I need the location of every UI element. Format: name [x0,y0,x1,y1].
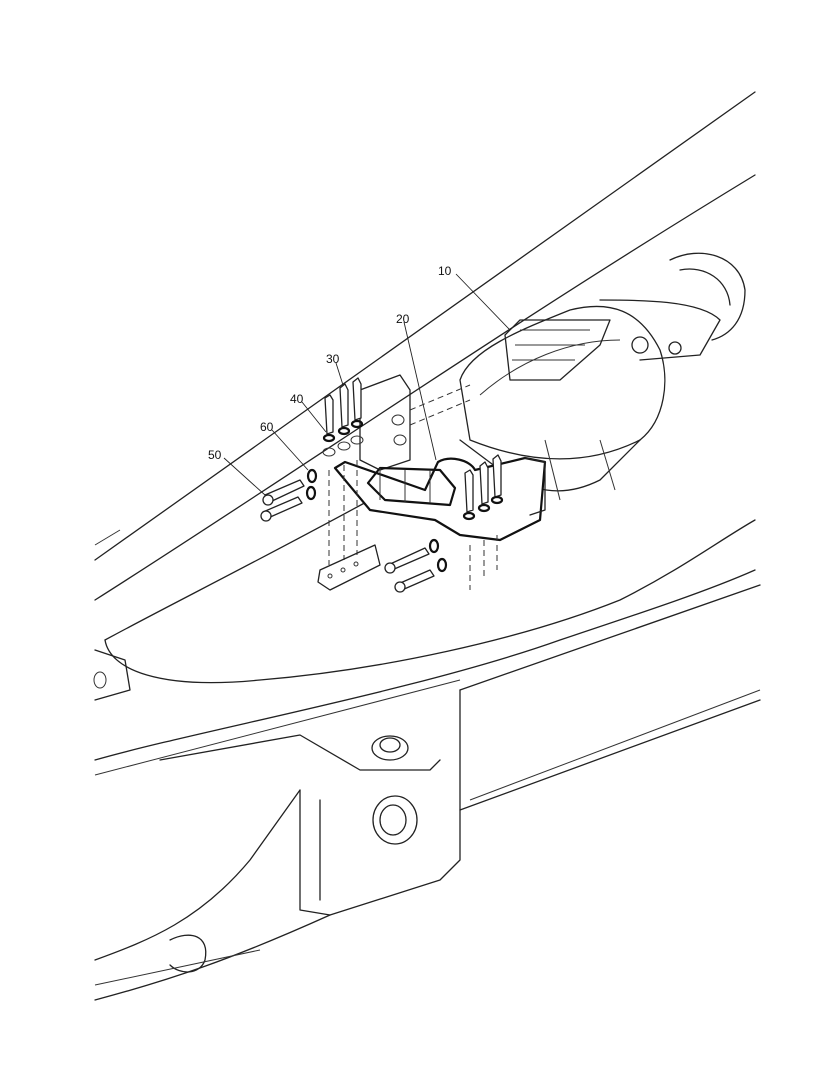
callout-10: 10 [438,264,452,278]
callout-50: 50 [208,448,222,462]
horizontal-bolts [260,468,448,593]
bolt-group-left [322,377,364,565]
callout-40: 40 [290,392,304,406]
callout-20: 20 [396,312,410,326]
bolt-group-right [462,454,504,590]
callout-30: 30 [326,352,340,366]
callout-60: 60 [260,420,274,434]
